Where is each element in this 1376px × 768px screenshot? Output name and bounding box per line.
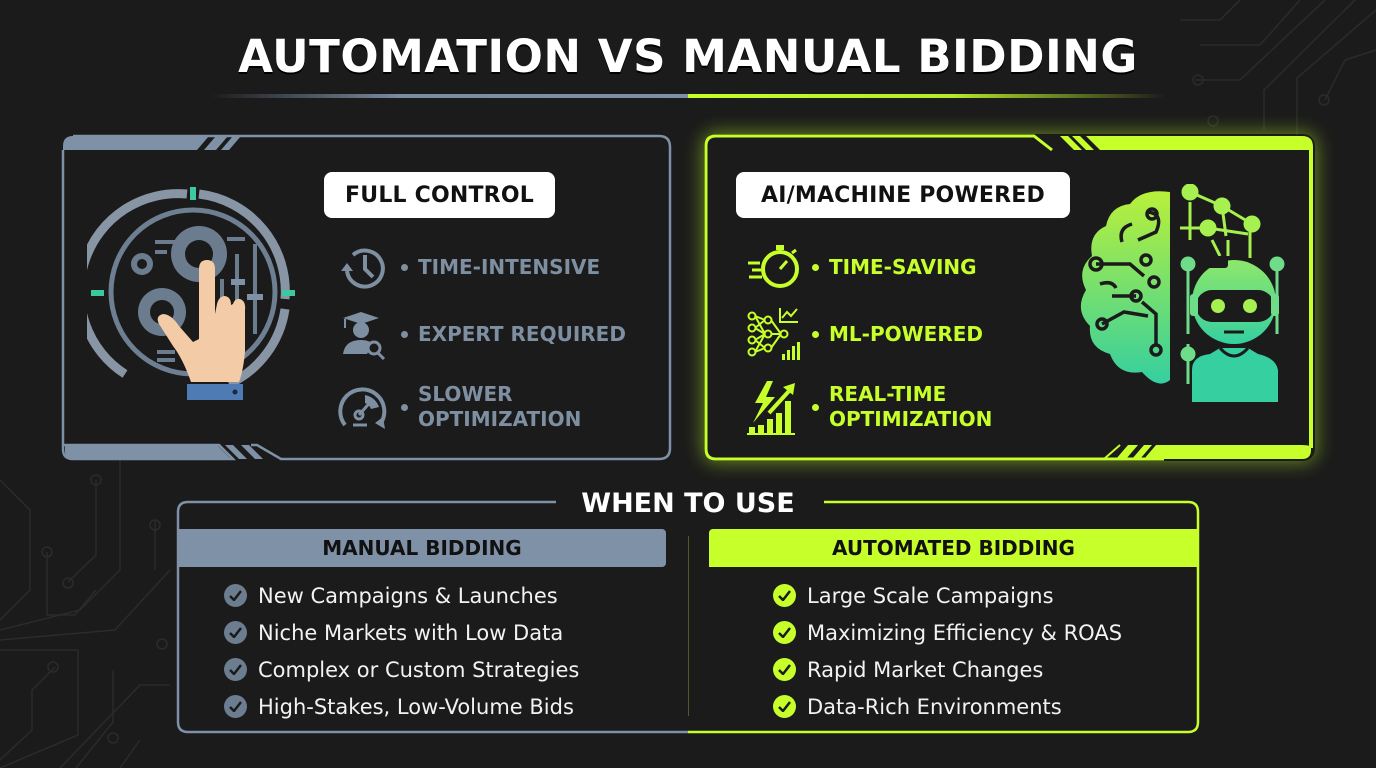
ai-machine-powered-label: AI/MACHINE POWERED	[736, 172, 1070, 218]
check-icon	[773, 695, 796, 718]
check-icon	[773, 658, 796, 681]
automated-use-cases-list: Large Scale Campaigns Maximizing Efficie…	[773, 577, 1122, 725]
bullet-dot	[401, 330, 408, 338]
feature-label-line2: OPTIMIZATION	[418, 407, 582, 431]
check-icon	[224, 621, 247, 644]
list-item: Rapid Market Changes	[773, 651, 1122, 688]
auto-card-frame	[704, 134, 1313, 461]
list-item: Data-Rich Environments	[773, 688, 1122, 725]
column-divider	[688, 536, 689, 716]
bullet-dot	[812, 403, 819, 411]
lightning-growth-chart-icon	[744, 377, 804, 437]
feature-ml-powered: ML-POWERED	[744, 304, 983, 364]
check-icon	[224, 658, 247, 681]
list-item-label: New Campaigns & Launches	[258, 583, 558, 608]
check-icon	[773, 621, 796, 644]
list-item-label: Data-Rich Environments	[807, 694, 1062, 719]
list-item-label: Maximizing Efficiency & ROAS	[807, 620, 1123, 645]
neural-network-icon	[744, 304, 804, 364]
list-item-label: Niche Markets with Low Data	[258, 620, 564, 645]
list-item-label: Rapid Market Changes	[807, 657, 1044, 682]
check-icon	[224, 695, 247, 718]
hand-gears-control-icon	[87, 187, 295, 400]
feature-label: ML-POWERED	[829, 321, 983, 346]
feature-time-intensive: TIME-INTENSIVE	[333, 237, 600, 297]
when-to-use-section: WHEN TO USE MANUAL BIDDING AUTOMATED BID…	[176, 488, 1200, 734]
bullet-dot	[401, 403, 408, 411]
list-item-label: High-Stakes, Low-Volume Bids	[258, 694, 574, 719]
manual-use-cases-list: New Campaigns & Launches Niche Markets w…	[224, 577, 579, 725]
bullet-dot	[812, 330, 819, 338]
when-to-use-frame	[176, 500, 1200, 734]
full-control-label: FULL CONTROL	[324, 172, 555, 218]
brain-robot-ai-icon	[1080, 184, 1285, 402]
page-title: AUTOMATION VS MANUAL BIDDING	[238, 30, 1138, 83]
manual-bidding-header: MANUAL BIDDING	[178, 529, 666, 567]
check-icon	[773, 584, 796, 607]
clock-history-icon	[333, 237, 393, 297]
when-to-use-title: WHEN TO USE	[581, 488, 795, 519]
list-item: Maximizing Efficiency & ROAS	[773, 614, 1122, 651]
feature-label-line2: OPTIMIZATION	[829, 407, 993, 431]
feature-label: EXPERT REQUIRED	[418, 321, 626, 346]
bullet-dot	[401, 263, 408, 271]
expert-graduate-search-icon	[333, 304, 393, 364]
stopwatch-fast-icon	[744, 237, 804, 297]
manual-bidding-card: FULL CONTROL TIME-INTENSIVE EXPERT REQUI…	[61, 134, 672, 461]
title-underline-auto	[688, 94, 1166, 98]
feature-label-line1: SLOWER	[418, 382, 513, 406]
feature-label: TIME-SAVING	[829, 254, 977, 279]
feature-label-line1: REAL-TIME	[829, 382, 947, 406]
feature-expert-required: EXPERT REQUIRED	[333, 304, 626, 364]
list-item-label: Large Scale Campaigns	[807, 583, 1054, 608]
feature-label: TIME-INTENSIVE	[418, 254, 601, 279]
title-underline-manual	[210, 94, 688, 98]
list-item: Complex or Custom Strategies	[224, 651, 579, 688]
check-icon	[224, 584, 247, 607]
automated-bidding-header: AUTOMATED BIDDING	[709, 529, 1198, 567]
speedometer-slow-icon	[333, 377, 393, 437]
list-item: High-Stakes, Low-Volume Bids	[224, 688, 579, 725]
feature-time-saving: TIME-SAVING	[744, 237, 977, 297]
bullet-dot	[812, 263, 819, 271]
manual-card-frame	[61, 134, 672, 461]
list-item: New Campaigns & Launches	[224, 577, 579, 614]
automated-bidding-card: AI/MACHINE POWERED TIME-SAVING ML-POWERE…	[704, 134, 1315, 461]
list-item: Large Scale Campaigns	[773, 577, 1122, 614]
list-item: Niche Markets with Low Data	[224, 614, 579, 651]
list-item-label: Complex or Custom Strategies	[258, 657, 580, 682]
